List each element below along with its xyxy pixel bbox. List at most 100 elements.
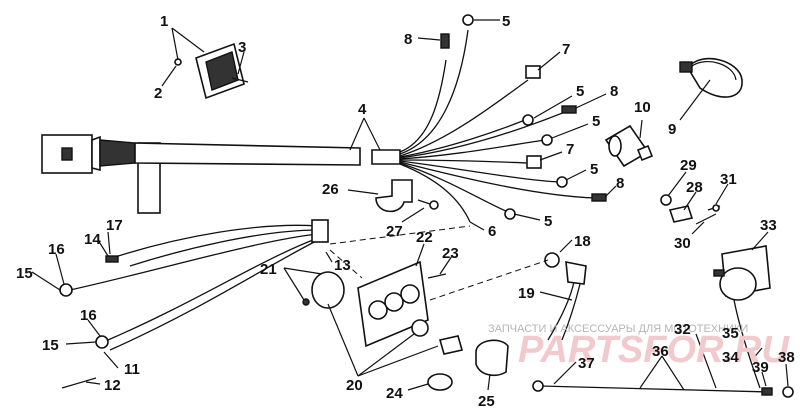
leader-4b [363, 117, 381, 151]
callout-13: 13 [334, 257, 351, 274]
leader-33 [751, 231, 769, 251]
callout-34: 34 [722, 349, 739, 366]
callout-1: 1 [160, 13, 168, 30]
harness-cable [134, 142, 361, 166]
panel-hole-3 [400, 284, 420, 304]
callout-3: 3 [238, 39, 246, 56]
leader-12 [85, 381, 101, 385]
strap-loop [687, 57, 743, 98]
leader-4a [349, 117, 365, 151]
callout-33: 33 [760, 217, 777, 234]
nut-20 [411, 319, 429, 337]
clip-28 [668, 205, 694, 223]
ignition-parts [411, 319, 509, 391]
cable-36 [539, 385, 771, 393]
callout-23: 23 [442, 245, 459, 262]
leader-16b [87, 319, 101, 337]
lead-19b [561, 283, 581, 341]
cable-37-end [532, 380, 544, 392]
leader-14 [97, 239, 109, 257]
callout-36: 36 [652, 343, 669, 360]
callout-8-upper: 8 [610, 83, 618, 100]
callout-25: 25 [478, 393, 495, 410]
leader-22 [415, 243, 425, 267]
leader-5-lower [565, 169, 587, 181]
connector-7-mid [526, 155, 542, 169]
leader-21b [283, 267, 323, 275]
leader-28 [683, 191, 697, 211]
switch-21 [311, 271, 345, 309]
harness-boot [99, 139, 136, 167]
bullet-terminal-upper [561, 105, 577, 114]
boot-25 [475, 339, 509, 377]
relay-33 [713, 245, 771, 301]
callout-22: 22 [416, 229, 433, 246]
bottom-cables [532, 299, 794, 398]
sub-wire-3 [69, 233, 319, 291]
dashed-connections [329, 225, 549, 301]
callout-7-top: 7 [562, 41, 570, 58]
wire-to-7-mid [399, 159, 529, 164]
component-10-cap [636, 144, 654, 162]
part-12 [61, 377, 97, 389]
sub-wire-5 [109, 239, 319, 351]
callout-11: 11 [124, 361, 140, 378]
sub-wire-4 [107, 237, 319, 341]
leader-5-upper [533, 95, 573, 119]
leader-31 [715, 183, 729, 205]
leader-27 [401, 207, 425, 223]
plug-13 [311, 219, 329, 243]
wire-to-7-top [399, 79, 529, 157]
left-subharness [59, 219, 329, 389]
watermark-text: ЗАПЧАСТИ И АКСЕССУАРЫ ДЛЯ МОТОТЕХНИКИ [488, 323, 748, 335]
callout-12: 12 [104, 377, 121, 394]
ring-24 [427, 373, 453, 391]
callout-19: 19 [518, 285, 535, 302]
wire-to-5-mid [399, 139, 546, 160]
leader-19 [539, 291, 573, 301]
leader-lines [31, 19, 789, 391]
socket-18-holder [565, 261, 587, 285]
leader-16a [55, 253, 65, 285]
hardware-28-31 [660, 194, 721, 225]
leader-8-top [417, 37, 441, 41]
callout-29: 29 [680, 157, 697, 174]
leader-25 [487, 373, 491, 391]
socket-18-19 [544, 252, 587, 341]
leader-7-mid [539, 151, 563, 161]
leader-39 [761, 371, 767, 387]
switch-panel [302, 260, 447, 348]
leader-1b [171, 27, 205, 53]
callout-17: 17 [106, 217, 123, 234]
panel-hole-1 [368, 300, 388, 320]
callout-4: 4 [358, 101, 367, 118]
leader-24 [407, 383, 429, 391]
wire-to-6 [399, 163, 471, 223]
callout-5-lower: 5 [590, 161, 598, 178]
bracket-26 [375, 179, 413, 213]
leader-29 [667, 171, 687, 197]
relay-cap [719, 267, 757, 301]
callout-26: 26 [322, 181, 339, 198]
leader-10 [639, 119, 643, 139]
callout-5-top: 5 [502, 13, 510, 30]
ring-terminal-upper [522, 114, 534, 126]
callout-9: 9 [668, 121, 676, 138]
leader-8-upper [575, 93, 607, 109]
ring-terminal-lower [556, 176, 568, 188]
leader-6 [469, 221, 485, 231]
wire-to-5-bottom [399, 162, 509, 213]
cable-39 [761, 387, 773, 396]
sub-wire-1 [111, 224, 319, 259]
leader-7-top [537, 51, 561, 71]
wire-to-5-upper [399, 119, 526, 158]
leader-32 [695, 333, 717, 389]
lead-19a [547, 281, 575, 341]
wire-to-5-lower [399, 160, 561, 183]
ring-terminal-mid [541, 134, 553, 146]
leader-37 [553, 361, 577, 385]
callout-14: 14 [84, 231, 101, 248]
leader-30 [691, 221, 705, 235]
leader-9 [679, 79, 711, 121]
